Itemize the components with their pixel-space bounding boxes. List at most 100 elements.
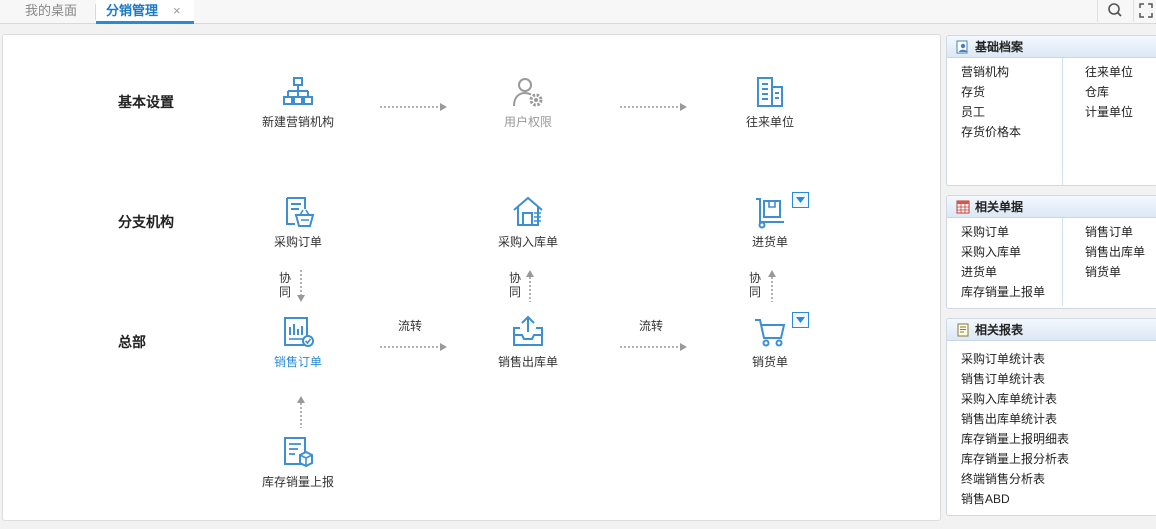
collab-arrow-down	[297, 270, 305, 302]
node-label: 销售订单	[273, 355, 322, 369]
flow-arrow	[620, 343, 687, 351]
panel-header: 相关单据	[947, 196, 1156, 218]
transfer-label: 流转	[398, 319, 423, 333]
link-item[interactable]: 销售ABD	[961, 492, 1010, 506]
collab-label: 协同	[279, 271, 292, 299]
close-icon[interactable]: ×	[173, 3, 181, 18]
node-new-org[interactable]: 新建营销机构	[238, 75, 358, 130]
panel-column: 往来单位 仓库 计量单位	[1085, 62, 1133, 122]
row-label-basic: 基本设置	[118, 94, 174, 110]
column-divider	[1062, 58, 1063, 185]
collab-arrow-up	[768, 270, 776, 302]
link-item[interactable]: 存货价格本	[961, 125, 1022, 139]
panel-basic-files: 基础档案 营销机构 存货 员工 存货价格本 往来单位 仓库 计量单位	[946, 35, 1156, 186]
panel-body: 营销机构 存货 员工 存货价格本 往来单位 仓库 计量单位	[947, 58, 1156, 185]
row-label-branch: 分支机构	[118, 214, 174, 230]
search-button[interactable]	[1097, 0, 1133, 22]
tab-my-desktop[interactable]: 我的桌面	[25, 3, 78, 18]
table-icon	[956, 200, 970, 214]
sales-bill-dropdown[interactable]	[792, 312, 809, 328]
tab-divider	[95, 4, 96, 20]
link-item[interactable]: 往来单位	[1085, 65, 1134, 79]
link-item[interactable]: 销售出库单统计表	[961, 412, 1058, 426]
report-box-icon	[284, 437, 313, 468]
panel-column: 销售订单 销售出库单 销货单	[1085, 222, 1145, 282]
user-gear-icon	[513, 78, 543, 107]
link-item[interactable]: 营销机构	[961, 65, 1010, 79]
chart-document-icon	[284, 317, 314, 347]
hand-truck-icon	[756, 198, 784, 229]
basket-document-icon	[286, 197, 315, 227]
flow-arrow	[380, 103, 447, 111]
link-item[interactable]: 库存销量上报单	[961, 285, 1046, 299]
link-item[interactable]: 库存销量上报分析表	[961, 452, 1070, 466]
panel-header: 基础档案	[947, 36, 1156, 58]
row-label-hq: 总部	[118, 334, 146, 350]
caret-down-icon	[796, 197, 805, 203]
node-sales-order[interactable]: 销售订单	[238, 315, 358, 370]
panel-header: 相关报表	[947, 319, 1156, 341]
link-item[interactable]: 采购订单	[961, 225, 1010, 239]
fullscreen-icon	[1139, 3, 1153, 18]
tray-out-icon	[513, 315, 543, 346]
link-item[interactable]: 终端销售分析表	[961, 472, 1046, 486]
node-goods-in[interactable]: 进货单	[710, 195, 830, 250]
link-item[interactable]: 采购入库单	[961, 245, 1022, 259]
node-label: 销售出库单	[497, 355, 558, 369]
node-label: 采购入库单	[497, 235, 558, 249]
node-stock-report[interactable]: 库存销量上报	[238, 435, 358, 490]
node-sales-out[interactable]: 销售出库单	[468, 315, 588, 370]
node-user-permission[interactable]: 用户权限	[468, 75, 588, 130]
panel-body: 采购订单 采购入库单 进货单 库存销量上报单 销售订单 销售出库单 销货单	[947, 218, 1156, 306]
node-label: 库存销量上报	[261, 475, 334, 489]
warehouse-in-icon	[513, 196, 543, 226]
node-sales-bill[interactable]: 销货单	[710, 315, 830, 370]
link-item[interactable]: 计量单位	[1085, 105, 1134, 119]
link-item[interactable]: 采购订单统计表	[961, 352, 1046, 366]
node-label: 采购订单	[273, 235, 322, 249]
link-item[interactable]: 销售出库单	[1085, 245, 1146, 259]
node-label: 新建营销机构	[261, 115, 334, 129]
node-partner[interactable]: 往来单位	[710, 75, 830, 130]
flow-canvas: 基本设置 分支机构 总部 新建营销机构 用户权限	[2, 34, 941, 521]
tab-distribution[interactable]: 分销管理 ×	[96, 0, 194, 24]
building-icon	[757, 77, 783, 107]
panel-related-reports: 相关报表 采购订单统计表 销售订单统计表 采购入库单统计表 销售出库单统计表 库…	[946, 318, 1156, 516]
flow-arrow	[380, 343, 447, 351]
panel-body: 采购订单统计表 销售订单统计表 采购入库单统计表 销售出库单统计表 库存销量上报…	[947, 341, 1156, 513]
node-purchase-in[interactable]: 采购入库单	[468, 195, 588, 250]
link-item[interactable]: 库存销量上报明细表	[961, 432, 1070, 446]
link-item[interactable]: 存货	[961, 85, 986, 99]
link-item[interactable]: 销货单	[1085, 265, 1122, 279]
node-label: 进货单	[751, 235, 788, 249]
panel-column: 采购订单统计表 销售订单统计表 采购入库单统计表 销售出库单统计表 库存销量上报…	[961, 349, 1069, 509]
link-item[interactable]: 员工	[961, 105, 986, 119]
tab-distribution-label: 分销管理	[106, 3, 159, 18]
link-item[interactable]: 销售订单统计表	[961, 372, 1046, 386]
fullscreen-button[interactable]	[1133, 0, 1156, 22]
link-item[interactable]: 仓库	[1085, 85, 1110, 99]
search-icon	[1108, 3, 1122, 17]
column-divider	[1062, 218, 1063, 306]
shopping-cart-icon	[755, 319, 786, 347]
link-item[interactable]: 采购入库单统计表	[961, 392, 1058, 406]
caret-down-icon	[796, 317, 805, 323]
link-item[interactable]: 销售订单	[1085, 225, 1134, 239]
node-purchase-order[interactable]: 采购订单	[238, 195, 358, 250]
link-item[interactable]: 进货单	[961, 265, 998, 279]
goods-in-dropdown[interactable]	[792, 192, 809, 208]
panel-title: 基础档案	[975, 40, 1024, 54]
flow-arrow-up	[297, 396, 305, 428]
node-label: 往来单位	[745, 115, 794, 129]
flow-arrow	[620, 103, 687, 111]
panel-title: 相关报表	[975, 323, 1024, 337]
panel-column: 营销机构 存货 员工 存货价格本	[961, 62, 1021, 142]
panel-title: 相关单据	[975, 200, 1024, 214]
user-file-icon	[956, 40, 968, 54]
collab-arrow-up	[526, 270, 534, 302]
panel-column: 采购订单 采购入库单 进货单 库存销量上报单	[961, 222, 1045, 302]
collab-label: 协同	[509, 271, 522, 299]
collab-label: 协同	[749, 271, 762, 299]
node-label: 用户权限	[503, 115, 552, 129]
tab-bar: 我的桌面 分销管理 ×	[0, 0, 1156, 24]
